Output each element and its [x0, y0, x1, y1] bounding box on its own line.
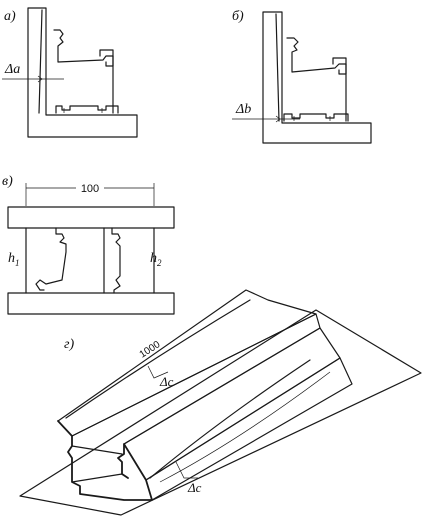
- delta-a-arrow: [37, 75, 43, 83]
- delta-a-label: Δa: [4, 62, 20, 77]
- delta-c-bottom-leader: [175, 461, 198, 479]
- base-rail-inner: [293, 116, 331, 121]
- dim-label-bg: [76, 181, 104, 194]
- h1-label: h1: [8, 251, 20, 268]
- square-l-shape: [262, 11, 372, 144]
- lower-front-face: [145, 357, 353, 501]
- square-l-shape: [27, 7, 138, 138]
- guide-bracket: [99, 49, 114, 57]
- right-measured-profile: [111, 227, 121, 294]
- inner-wall-line: [275, 13, 280, 122]
- base-rail-inner: [63, 108, 103, 113]
- width-mark: 100: [81, 183, 99, 195]
- delta-c-bottom-label: Δc: [187, 480, 202, 495]
- panel-d: г) 1000 Δc Δc: [19, 289, 422, 516]
- panel-a: а) Δa: [2, 7, 138, 138]
- base-rail: [283, 113, 349, 122]
- panel-c: в) 100 h1 h2: [2, 174, 175, 315]
- delta-b-arrow: [275, 115, 281, 123]
- h2-label: h2: [150, 251, 162, 268]
- panel-b: б) Δb: [232, 9, 372, 144]
- delta-c-top-leader: [147, 365, 169, 379]
- panel-c-label: в): [2, 174, 13, 189]
- guide-bracket: [332, 57, 347, 65]
- end-profile: [57, 420, 153, 501]
- base-rail: [55, 105, 119, 114]
- top-plate: [7, 206, 175, 229]
- inner-wall-line: [38, 9, 43, 114]
- guide-profile: [286, 37, 347, 75]
- top-deviation-curve: [65, 299, 251, 419]
- bottom-plate: [7, 292, 175, 315]
- ground-plane: [19, 309, 422, 516]
- panel-b-label: б): [232, 9, 244, 24]
- ridge-top-face: [57, 289, 317, 437]
- end-profile-inner: [71, 445, 123, 483]
- bottom-deviation-curve-2: [159, 371, 331, 483]
- panel-a-label: а): [4, 9, 16, 24]
- guide-profile: [53, 29, 114, 67]
- panel-d-label: г): [64, 337, 74, 352]
- left-measured-profile: [35, 227, 67, 291]
- bottom-deviation-curve: [149, 359, 311, 479]
- delta-b-label: Δb: [235, 102, 251, 117]
- delta-c-top-label: Δc: [159, 374, 174, 389]
